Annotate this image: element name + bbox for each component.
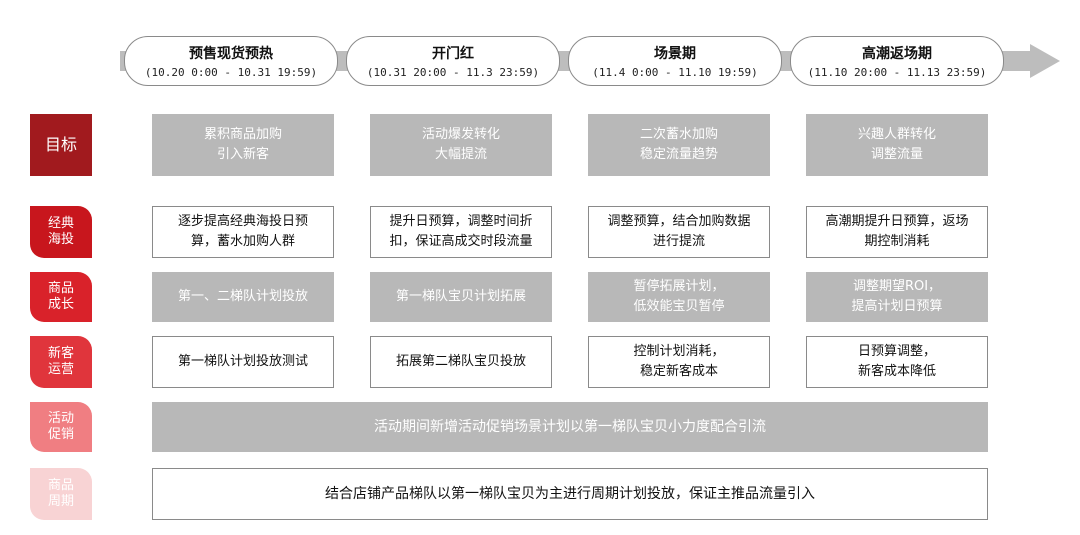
row-label-text: 新客 (47, 346, 74, 361)
cell-line: 兴趣人群转化 (857, 127, 936, 142)
product-growth-cell-2: 第一梯队宝贝计划拓展 (370, 272, 552, 322)
cell-line: 引入新客 (216, 147, 269, 162)
cell-line: 二次蓄水加购 (639, 127, 718, 142)
phase-presale: 预售现货预热 (10.20 0:00 - 10.31 19:59) (124, 36, 338, 86)
product-growth-cell-3: 暂停拓展计划， 低效能宝贝暂停 (588, 272, 770, 322)
phase-time: (10.20 0:00 - 10.31 19:59) (144, 66, 318, 79)
cell-line: 第一梯队计划投放测试 (177, 354, 308, 369)
cell-line: 日预算调整， (857, 344, 936, 359)
phase-name: 场景期 (654, 46, 696, 62)
row-label-text: 商品 (47, 478, 74, 493)
cell-line: 暂停拓展计划， (633, 279, 725, 294)
product-growth-cell-1: 第一、二梯队计划投放 (152, 272, 334, 322)
cell-line: 调整预算，结合加购数据 (607, 214, 751, 229)
cell-line: 大幅提流 (434, 147, 487, 162)
cell-line: 第一梯队宝贝计划拓展 (395, 289, 526, 304)
banner-text: 结合店铺产品梯队以第一梯队宝贝为主进行周期计划投放，保证主推品流量引入 (325, 486, 815, 502)
product-cycle-banner: 结合店铺产品梯队以第一梯队宝贝为主进行周期计划投放，保证主推品流量引入 (152, 468, 988, 520)
cell-line: 提升日预算，调整时间折 (389, 214, 533, 229)
goal-cell-4: 兴趣人群转化调整流量 (806, 114, 988, 176)
row-label-text: 成长 (47, 297, 74, 312)
cell-line: 调整流量 (870, 147, 923, 162)
cell-line: 算，蓄水加购人群 (190, 234, 295, 249)
promotion-banner: 活动期间新增活动促销场景计划以第一梯队宝贝小力度配合引流 (152, 402, 988, 452)
row-label-goal: 目标 (30, 114, 92, 176)
cell-line: 调整期望ROI， (852, 279, 942, 294)
goal-cell-3: 二次蓄水加购稳定流量趋势 (588, 114, 770, 176)
cell-line: 提高计划日预算 (851, 299, 943, 314)
row-label-new-customer: 新客运营 (30, 336, 92, 388)
phase-opening: 开门红 (10.31 20:00 - 11.3 23:59) (346, 36, 560, 86)
row-label-product-cycle: 商品周期 (30, 468, 92, 520)
cell-line: 稳定流量趋势 (639, 147, 718, 162)
product-growth-cell-4: 调整期望ROI， 提高计划日预算 (806, 272, 988, 322)
phase-name: 预售现货预热 (189, 46, 273, 62)
goal-cell-2: 活动爆发转化大幅提流 (370, 114, 552, 176)
cell-line: 低效能宝贝暂停 (633, 299, 725, 314)
cell-line: 逐步提高经典海投日预 (177, 214, 308, 229)
phase-time: (11.10 20:00 - 11.13 23:59) (807, 66, 987, 79)
row-label-text: 目标 (44, 135, 77, 154)
new-customer-cell-1: 第一梯队计划投放测试 (152, 336, 334, 388)
cell-line: 期控制消耗 (864, 234, 930, 249)
banner-text: 活动期间新增活动促销场景计划以第一梯队宝贝小力度配合引流 (374, 419, 766, 435)
classic-ads-cell-3: 调整预算，结合加购数据进行提流 (588, 206, 770, 258)
cell-line: 控制计划消耗， (633, 344, 725, 359)
phase-climax: 高潮返场期 (11.10 20:00 - 11.13 23:59) (790, 36, 1004, 86)
phase-name: 开门红 (432, 46, 474, 62)
goal-cell-1: 累积商品加购引入新客 (152, 114, 334, 176)
classic-ads-cell-2: 提升日预算，调整时间折扣，保证高成交时段流量 (370, 206, 552, 258)
row-label-classic-ads: 经典海投 (30, 206, 92, 258)
cell-line: 稳定新客成本 (639, 364, 718, 379)
phase-time: (11.4 0:00 - 11.10 19:59) (592, 66, 758, 79)
new-customer-cell-2: 拓展第二梯队宝贝投放 (370, 336, 552, 388)
phase-scene: 场景期 (11.4 0:00 - 11.10 19:59) (568, 36, 782, 86)
cell-line: 进行提流 (652, 234, 705, 249)
cell-line: 第一、二梯队计划投放 (177, 289, 308, 304)
row-label-text: 海投 (47, 232, 74, 247)
cell-line: 扣，保证高成交时段流量 (389, 234, 533, 249)
new-customer-cell-4: 日预算调整， 新客成本降低 (806, 336, 988, 388)
cell-line: 累积商品加购 (203, 127, 282, 142)
row-label-text: 周期 (47, 494, 74, 509)
row-label-promotion: 活动促销 (30, 402, 92, 452)
cell-line: 活动爆发转化 (421, 127, 500, 142)
row-label-text: 经典 (47, 216, 74, 231)
row-label-text: 促销 (47, 427, 74, 442)
row-label-text: 运营 (47, 362, 74, 377)
phase-name: 高潮返场期 (862, 46, 932, 62)
classic-ads-cell-4: 高潮期提升日预算，返场期控制消耗 (806, 206, 988, 258)
new-customer-cell-3: 控制计划消耗， 稳定新客成本 (588, 336, 770, 388)
phase-time: (10.31 20:00 - 11.3 23:59) (366, 66, 540, 79)
cell-line: 拓展第二梯队宝贝投放 (395, 354, 526, 369)
cell-line: 新客成本降低 (857, 364, 936, 379)
row-label-text: 活动 (47, 411, 74, 426)
classic-ads-cell-1: 逐步提高经典海投日预算，蓄水加购人群 (152, 206, 334, 258)
row-label-text: 商品 (47, 281, 74, 296)
cell-line: 高潮期提升日预算，返场 (825, 214, 969, 229)
row-label-product-growth: 商品成长 (30, 272, 92, 322)
